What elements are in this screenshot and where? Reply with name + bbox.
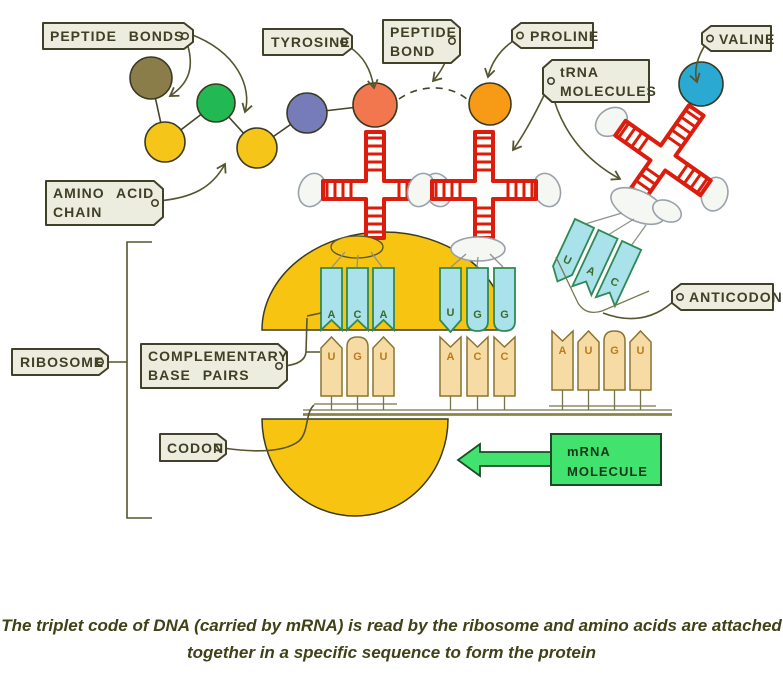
trna1-anticodon-loop [330,235,384,259]
svg-text:CHAIN: CHAIN [53,204,102,220]
svg-text:COMPLEMENTARY: COMPLEMENTARY [148,348,289,364]
amino-acid-3 [196,83,236,123]
svg-text:MOLECULES: MOLECULES [560,83,657,99]
tag-peptide-bond: PEPTIDE BOND [382,19,461,64]
proline-amino-acid [468,82,512,126]
tag-ribosome: RIBOSOME [11,348,109,376]
base-letter: U [637,345,645,357]
base-letter: A [447,351,455,363]
svg-text:VALINE: VALINE [719,31,775,47]
tag-proline: PROLINE [511,22,599,49]
trna2-fan [450,253,504,268]
svg-text:BOND: BOND [390,43,435,59]
svg-text:PROLINE: PROLINE [530,28,599,44]
tag-peptide-bonds: PEPTIDE BONDS [42,22,194,50]
svg-text:BASE PAIRS: BASE PAIRS [148,367,250,383]
tyrosine-amino-acid [352,82,398,128]
base-letter: G [610,345,619,357]
svg-text:ANTICODON: ANTICODON [689,289,783,305]
svg-text:mRNA: mRNA [567,444,611,459]
base-letter: G [473,309,482,321]
base-letter: U [328,351,336,363]
caption: The triplet code of DNA (carried by mRNA… [0,612,783,666]
mrna-strand [303,390,672,416]
svg-text:tRNA: tRNA [560,64,599,80]
anticodon-site2: U G G [439,267,516,333]
tag-anticodon: ANTICODON [671,283,783,311]
svg-text:PEPTIDE BONDS: PEPTIDE BONDS [50,28,184,44]
tag-tyrosine: TYROSINE [262,28,353,56]
amino-acid-4 [236,127,278,169]
trna-2 [400,130,568,240]
tag-complementary-base-pairs: COMPLEMENTARY BASE PAIRS [140,343,289,389]
diagram-canvas: A C A U G G U A C U G U A C C [11,19,783,519]
base-letter: G [353,351,362,363]
base-letter: U [585,345,593,357]
amino-acid-1 [129,56,173,100]
amino-acid-chain-links [150,77,376,149]
base-letter: A [559,345,567,357]
codon-next: A U G U [551,330,652,391]
svg-text:RIBOSOME: RIBOSOME [20,354,104,370]
amino-acid-2 [144,121,186,163]
mrna-arrow: mRNA MOLECULE [456,433,662,486]
complementary-leader [283,312,322,367]
trna1-fan [331,251,383,268]
tag-valine: VALINE [701,25,775,52]
svg-text:AMINO ACID: AMINO ACID [53,185,154,201]
incoming-trna-outline [555,256,650,314]
anticodon-site1: A C A [320,267,395,331]
mrna-box [550,433,662,486]
trna3-anticodon-loop-2 [651,199,683,223]
svg-text:TYROSINE: TYROSINE [271,34,351,50]
base-letter: C [354,309,362,321]
tag-amino-acid-chain: AMINO ACID CHAIN [45,180,164,226]
base-letter: C [474,351,482,363]
codon-site2: A C C [439,336,516,397]
trna3-fan [584,212,647,247]
valine-amino-acid [678,61,724,107]
base-letter: C [501,351,509,363]
base-letter: U [447,307,455,319]
caption-line-1: The triplet code of DNA (carried by mRNA… [1,616,782,635]
base-letter: U [380,351,388,363]
base-letter: A [328,309,336,321]
anticodon-leader [602,298,677,320]
svg-text:MOLECULE: MOLECULE [567,464,648,479]
ribosome-small-subunit [261,418,449,517]
amino-acid-5 [286,92,328,134]
codon-site1: U G U [320,336,395,397]
caption-line-2: together in a specific sequence to form … [186,643,596,662]
anticodon-incoming: U A C [547,218,643,307]
base-letter: A [380,309,388,321]
forming-peptide-bond-dashed [398,87,469,101]
base-letter: G [500,309,509,321]
tag-trna-molecules: tRNA MOLECULES [542,59,657,103]
svg-text:PEPTIDE: PEPTIDE [390,24,457,40]
tag-codon: CODON [159,433,227,462]
codon-leader [222,404,315,452]
svg-text:CODON: CODON [167,440,224,456]
